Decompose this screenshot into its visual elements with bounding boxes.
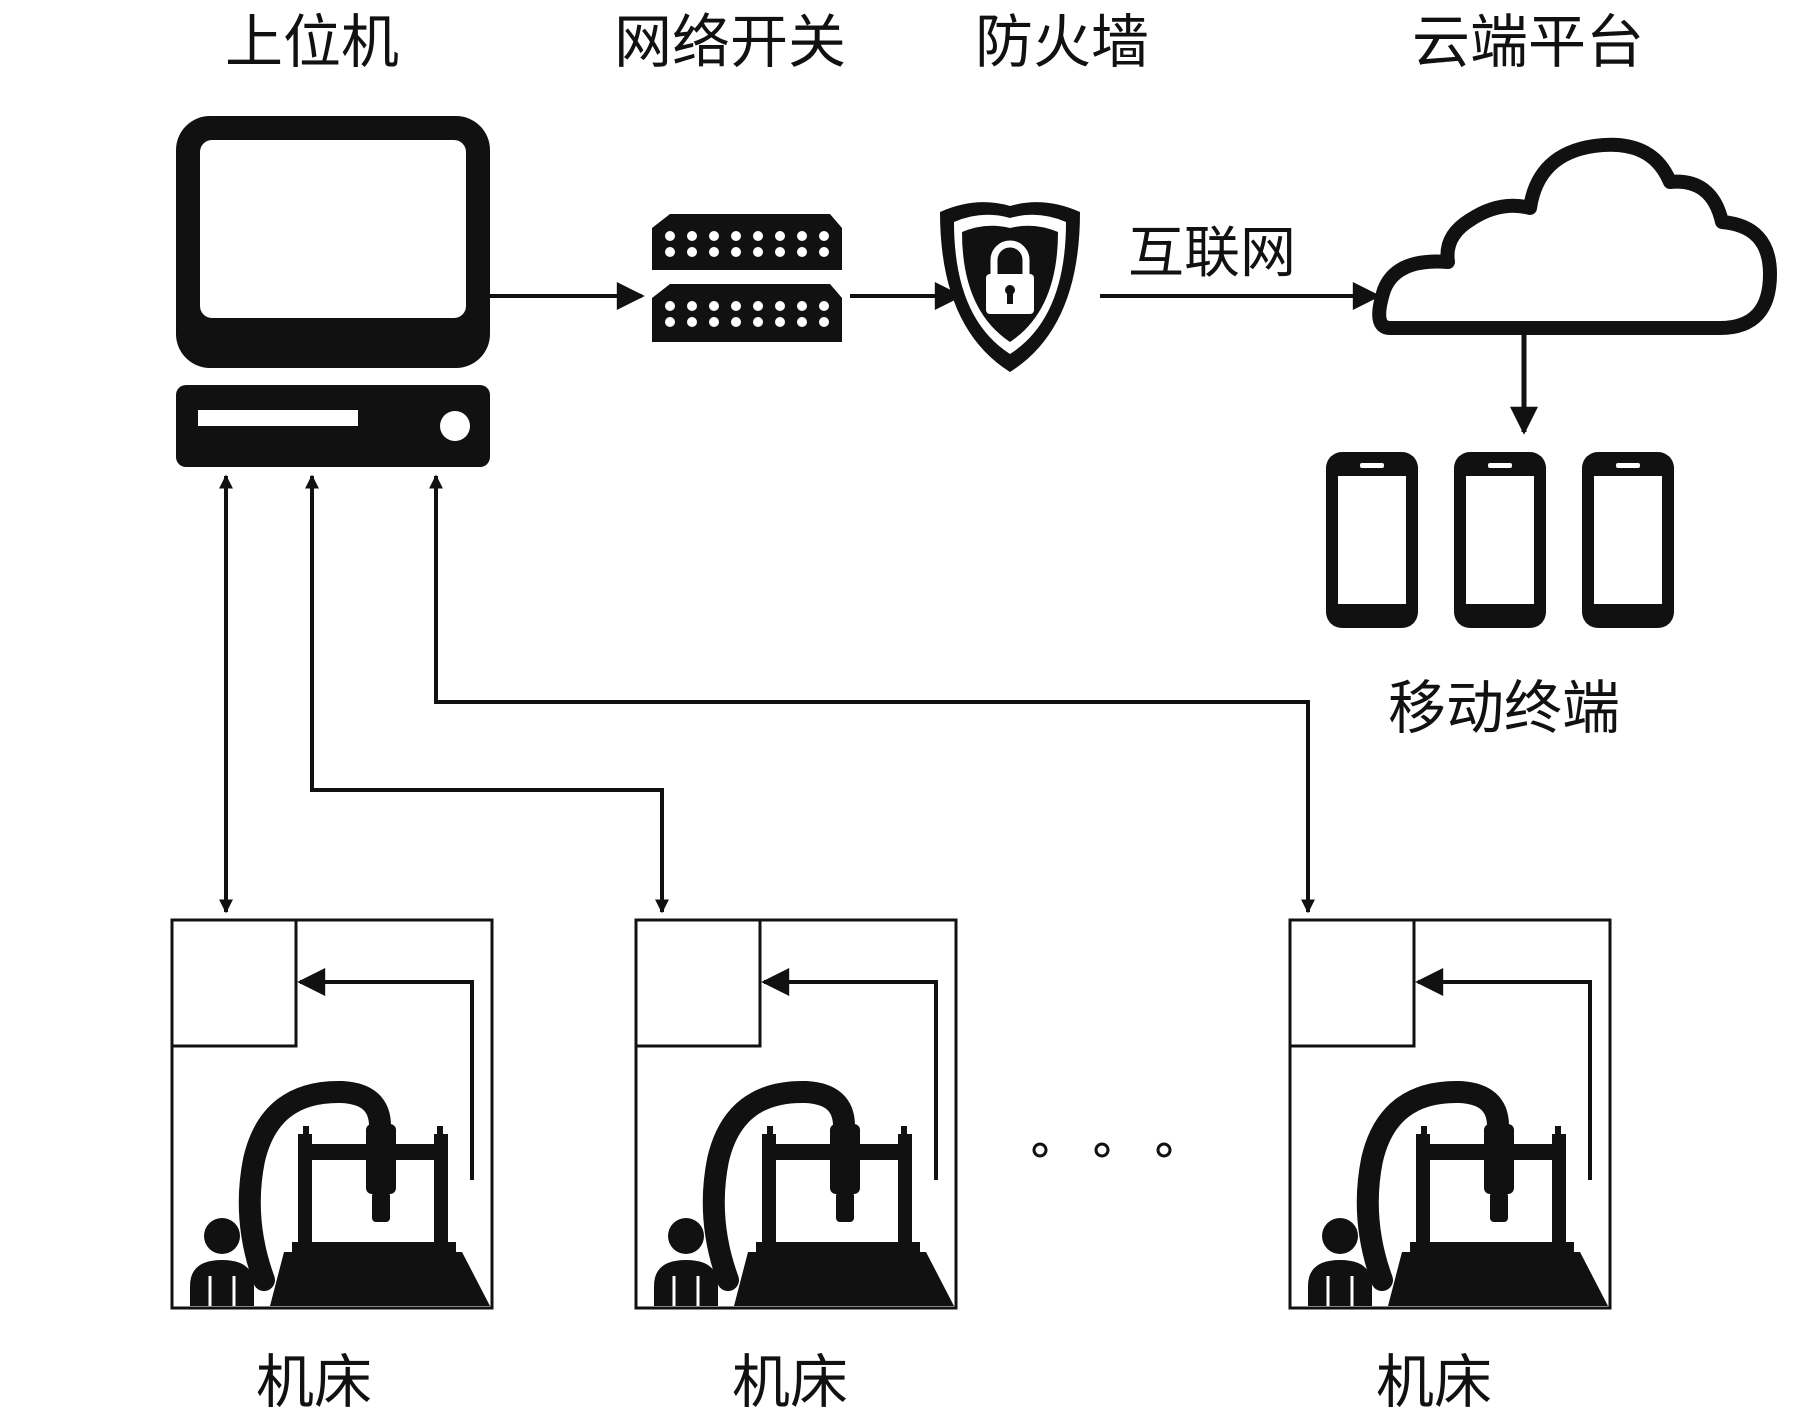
person-icon <box>204 1218 240 1254</box>
switch-port-dot <box>819 231 829 241</box>
machine-tool-icon <box>170 918 494 1310</box>
person-icon <box>668 1218 704 1254</box>
person-body <box>1308 1260 1372 1306</box>
gantry-right <box>1552 1134 1566 1264</box>
controller-box <box>170 918 298 1048</box>
switch-port-dot <box>797 247 807 257</box>
machine-tool-icon <box>1288 918 1612 1310</box>
switch-port-dot <box>797 301 807 311</box>
firewall-label: 防火墙 <box>975 8 1149 76</box>
switch-port-dot <box>819 317 829 327</box>
gantry-right <box>434 1134 448 1264</box>
gantry-left <box>1416 1134 1430 1264</box>
switch-port-dot <box>687 247 697 257</box>
switch-port-dot <box>665 301 675 311</box>
switch-port-dot <box>665 247 675 257</box>
host-machine-2-link <box>305 474 669 914</box>
feedback-arrow <box>297 968 474 1180</box>
ellipsis <box>1032 1142 1172 1158</box>
cloud-platform-label: 云端平台 <box>1412 8 1644 76</box>
smartphone-icon <box>1582 452 1674 628</box>
switch-port-dot <box>797 231 807 241</box>
machine-cable <box>238 1080 391 1291</box>
network-switch-label: 网络开关 <box>614 8 846 76</box>
switch-port-dot <box>753 231 763 241</box>
machine-cable <box>1356 1080 1509 1291</box>
gantry-right <box>898 1134 912 1264</box>
computer-icon <box>176 116 490 467</box>
spindle-tool <box>1490 1192 1508 1222</box>
controller-box <box>1288 918 1416 1048</box>
cloud-icon <box>1372 137 1777 335</box>
person-body <box>190 1260 254 1306</box>
switch-port-dot <box>753 317 763 327</box>
switch-port-dot <box>753 301 763 311</box>
smartphone-icon <box>1326 452 1418 628</box>
host-computer-label: 上位机 <box>225 8 399 76</box>
feedback-arrow <box>1415 968 1592 1180</box>
switch-port-dot <box>797 317 807 327</box>
machine-base <box>270 1252 490 1306</box>
switch-port-dot <box>665 231 675 241</box>
machine-cable <box>702 1080 855 1291</box>
controller-box <box>634 918 762 1048</box>
switch-port-dot <box>731 247 741 257</box>
switch-port-dot <box>731 301 741 311</box>
switch-port-dot <box>709 231 719 241</box>
shield-lock-icon <box>940 202 1080 372</box>
switch-port-dot <box>775 231 785 241</box>
spindle-tool <box>372 1192 390 1222</box>
switch-port-dot <box>731 231 741 241</box>
switch-port-dot <box>819 301 829 311</box>
machine-label-3: 机床 <box>1376 1348 1492 1416</box>
person-icon <box>1322 1218 1358 1254</box>
internet-label: 互联网 <box>1128 221 1296 286</box>
network-switch-icon <box>652 214 842 342</box>
switch-port-dot <box>709 317 719 327</box>
switch-port-dot <box>687 317 697 327</box>
switch-port-dot <box>775 301 785 311</box>
gantry-left <box>298 1134 312 1264</box>
machine-base <box>1388 1252 1608 1306</box>
host-machine-3-link <box>429 474 1315 914</box>
switch-port-dot <box>775 317 785 327</box>
machine-tool-icon <box>634 918 958 1310</box>
feedback-arrow <box>761 968 938 1180</box>
switch-port-dot <box>753 247 763 257</box>
switch-port-dot <box>687 301 697 311</box>
spindle-head <box>366 1124 396 1194</box>
switch-port-dot <box>709 247 719 257</box>
gantry-left <box>762 1134 776 1264</box>
switch-port-dot <box>665 317 675 327</box>
switch-port-dot <box>775 247 785 257</box>
machine-label-2: 机床 <box>732 1348 848 1416</box>
machine-base <box>734 1252 954 1306</box>
mobile-terminal-label: 移动终端 <box>1388 674 1620 742</box>
person-body <box>654 1260 718 1306</box>
switch-port-dot <box>819 247 829 257</box>
smartphone-icon <box>1454 452 1546 628</box>
spindle-tool <box>836 1192 854 1222</box>
machine-label-1: 机床 <box>256 1348 372 1416</box>
switch-port-dot <box>687 231 697 241</box>
switch-port-dot <box>731 317 741 327</box>
spindle-head <box>830 1124 860 1194</box>
switch-port-dot <box>709 301 719 311</box>
spindle-head <box>1484 1124 1514 1194</box>
